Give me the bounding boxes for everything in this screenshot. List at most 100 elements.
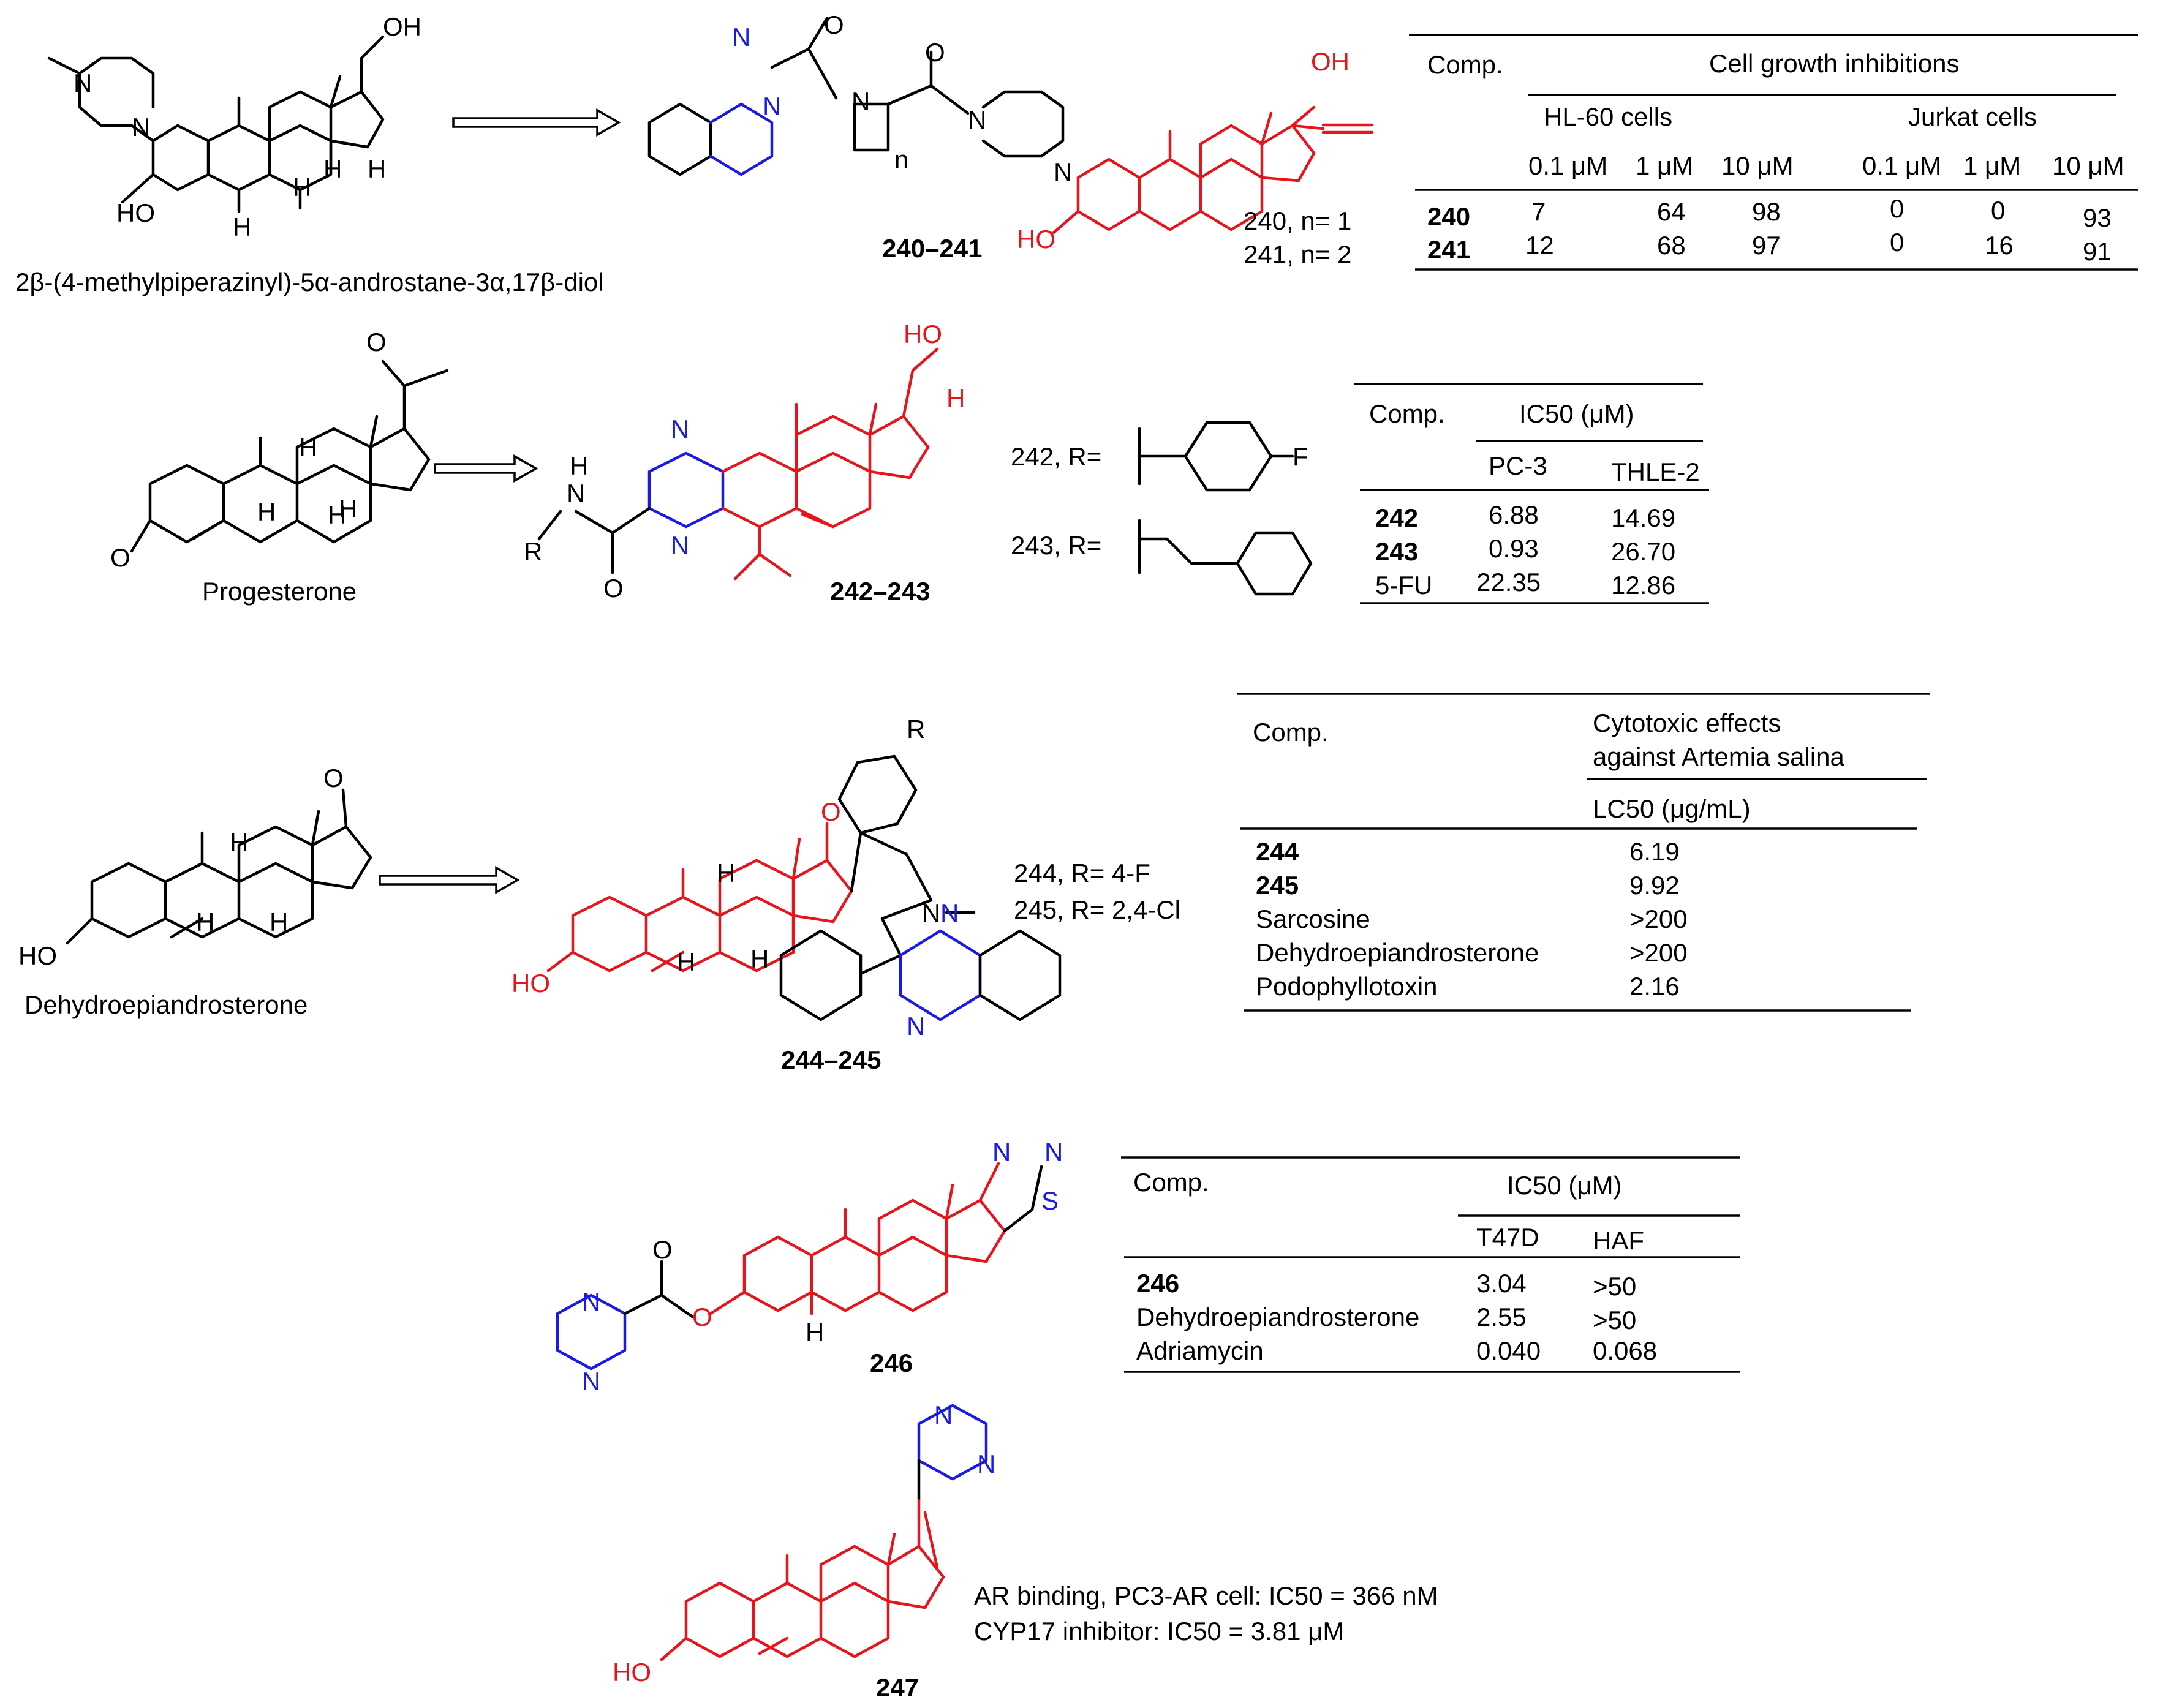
compound-244-245-structure: O HO H H H N R N N (511, 715, 1062, 1040)
t1-conc-3: 10 μM (1721, 151, 1794, 180)
t3-row5-comp: Podophyllotoxin (1256, 972, 1438, 1001)
note-247-ar-binding: AR binding, PC3-AR cell: IC50 = 366 nM (974, 1581, 1438, 1610)
t1-row1-v5: 0 (1991, 196, 2005, 225)
r-group-243: 243, R= (1011, 519, 1313, 596)
t3-row2-comp: 245 (1256, 871, 1299, 900)
label-242-r: 242, R= (1011, 442, 1101, 471)
label-244-r: 244, R= 4-F (1014, 859, 1150, 887)
parent-androstane-structure: OH N N HO H H H H (47, 12, 421, 241)
parent-androstane-name: 2β-(4-methylpiperazinyl)-5α-androstane-3… (15, 268, 604, 296)
svg-text:H: H (368, 154, 386, 183)
t2-row3-comp: 5-FU (1375, 571, 1432, 600)
svg-text:H: H (328, 500, 346, 529)
svg-text:N: N (1044, 1137, 1063, 1166)
svg-text:R: R (907, 715, 925, 743)
svg-text:H: H (717, 859, 735, 887)
compound-247-structure: N N HO (613, 1401, 995, 1687)
table-artemia: Comp. Cytotoxic effects against Artemia … (1237, 693, 1930, 1012)
svg-text:N: N (567, 479, 585, 508)
t1-group-header: Cell growth inhibitions (1709, 49, 1960, 78)
dhea-name: Dehydroepiandrosterone (25, 990, 308, 1019)
t3-row2-val: 9.92 (1629, 871, 1680, 900)
svg-text:N: N (763, 92, 781, 121)
svg-text:H: H (339, 494, 357, 523)
svg-text:H: H (257, 497, 276, 526)
t3-row3-val: >200 (1629, 905, 1688, 933)
t1-conc-4: 0.1 μM (1862, 151, 1941, 180)
t2-group-header: IC50 (μM) (1519, 399, 1634, 428)
t3-row1-comp: 244 (1256, 837, 1299, 866)
svg-text:S: S (1041, 1186, 1059, 1215)
t2-row2-comp: 243 (1375, 537, 1418, 566)
t2-sub-thle2: THLE-2 (1611, 457, 1700, 486)
t2-row3-v2: 12.86 (1611, 571, 1675, 600)
svg-text:H: H (806, 1318, 824, 1347)
svg-text:HO: HO (18, 941, 57, 970)
t1-row2-comp: 241 (1427, 235, 1470, 264)
t4-sub-t47d: T47D (1476, 1223, 1539, 1252)
label-241-n2: 241, n= 2 (1244, 240, 1351, 269)
t1-row1-v3: 98 (1752, 197, 1781, 226)
svg-text:O: O (323, 764, 344, 792)
svg-text:N: N (1054, 157, 1072, 186)
t1-conc-2: 1 μM (1636, 151, 1693, 180)
svg-text:H: H (677, 947, 695, 976)
svg-text:n: n (894, 145, 908, 174)
svg-text:H: H (323, 154, 342, 183)
t3-comp-header: Comp. (1253, 718, 1329, 747)
label-247: 247 (876, 1673, 919, 1702)
svg-text:N: N (934, 1401, 953, 1429)
reaction-arrow-1 (452, 108, 621, 137)
t2-sub-pc3: PC-3 (1489, 451, 1547, 480)
t1-sub-hl60: HL-60 cells (1544, 102, 1672, 131)
label-244-245: 244–245 (781, 1045, 881, 1074)
svg-text:H: H (230, 828, 248, 857)
svg-text:O: O (824, 10, 844, 39)
svg-text:O: O (366, 328, 387, 356)
reaction-arrow-3 (379, 865, 520, 895)
svg-text:OH: OH (1311, 47, 1350, 76)
t2-row2-v2: 26.70 (1611, 537, 1675, 566)
t3-row4-val: >200 (1629, 938, 1688, 967)
t1-row1-comp: 240 (1427, 202, 1470, 231)
svg-text:O: O (603, 574, 624, 603)
label-242-243: 242–243 (830, 577, 931, 606)
note-247-cyp17: CYP17 inhibitor: IC50 = 3.81 μM (974, 1617, 1344, 1646)
t4-row3-v1: 0.040 (1476, 1336, 1541, 1365)
label-245-r: 245, R= 2,4-Cl (1014, 895, 1180, 924)
svg-text:F: F (1293, 442, 1308, 471)
svg-text:HO: HO (1017, 225, 1055, 254)
t1-conc-1: 0.1 μM (1528, 151, 1607, 180)
t1-conc-6: 10 μM (2052, 151, 2124, 180)
t4-row1-v1: 3.04 (1476, 1269, 1527, 1298)
compound-242-243-structure: N N O N H R HO H (524, 320, 965, 603)
svg-text:H: H (293, 173, 311, 201)
svg-text:N: N (851, 87, 870, 116)
t4-row2-v2: >50 (1593, 1306, 1636, 1334)
t1-conc-5: 1 μM (1963, 151, 2021, 180)
t1-row2-v3: 97 (1752, 231, 1781, 260)
svg-text:HO: HO (904, 320, 942, 348)
svg-text:N: N (671, 415, 689, 443)
svg-text:HO: HO (511, 969, 550, 998)
svg-text:N: N (940, 898, 959, 927)
t1-row2-v6: 91 (2083, 237, 2112, 266)
t4-row3-comp: Adriamycin (1136, 1336, 1264, 1365)
t1-row1-v1: 7 (1531, 197, 1546, 226)
t1-comp-header: Comp. (1427, 50, 1503, 79)
svg-text:N: N (132, 113, 150, 141)
t2-row1-v1: 6.88 (1489, 500, 1539, 529)
svg-text:N: N (74, 69, 92, 97)
label-243-r: 243, R= (1011, 531, 1101, 560)
svg-text:OH: OH (383, 12, 421, 41)
t1-row1-v6: 93 (2083, 203, 2112, 232)
r-group-242: 242, R= F (1011, 421, 1308, 492)
t3-row1-val: 6.19 (1629, 837, 1680, 866)
label-240-n1: 240, n= 1 (1244, 206, 1351, 235)
svg-text:H: H (233, 213, 251, 241)
t1-row2-v2: 68 (1657, 231, 1686, 260)
t1-row1-v2: 64 (1657, 197, 1686, 226)
reaction-arrow-2 (434, 454, 538, 483)
t1-row2-v1: 12 (1525, 231, 1554, 260)
